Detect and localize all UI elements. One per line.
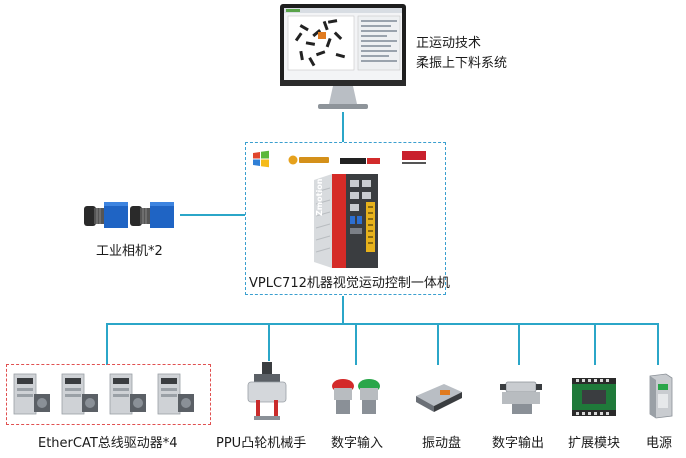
monitor-caption-line1: 正运动技术: [416, 36, 482, 51]
bus-drop-vibration-plate: [437, 323, 439, 365]
device-label-digital-input: 数字输入: [331, 436, 384, 451]
power-supply-icon: [646, 372, 676, 420]
controller-group-box: [245, 142, 446, 295]
gige-vision-logo-icon: [402, 150, 428, 166]
monitor-caption-line2: 柔振上下料系统: [416, 56, 508, 71]
bus-drop-digital-output: [518, 323, 520, 365]
drivers-group-box: [6, 364, 211, 425]
device-label-vibration-plate: 振动盘: [422, 436, 462, 451]
vibration-plate-icon: [414, 378, 464, 416]
expansion-module-icon: [570, 376, 618, 418]
solenoid-valve-icon: [498, 378, 546, 418]
ppu-cam-manipulator-icon: [244, 360, 290, 426]
monitor-to-controller-line: [342, 112, 344, 142]
bus-drop-ppu: [268, 323, 270, 361]
bus-drop-expansion: [594, 323, 596, 365]
device-label-drivers: EtherCAT总线驱动器*4: [38, 436, 178, 451]
device-label-ppu: PPU凸轮机械手: [216, 436, 307, 451]
device-label-digital-output: 数字输出: [492, 436, 545, 451]
controller-to-bus-line: [342, 296, 344, 324]
ethercat-servo-drivers-icon: [12, 368, 206, 420]
camera-to-controller-line: [180, 214, 245, 216]
bus-drop-digital-input: [355, 323, 357, 365]
monitor-icon: [278, 2, 408, 114]
device-label-expansion-module: 扩展模块: [568, 436, 621, 451]
device-label-power-supply: 电源: [646, 436, 673, 451]
controller-brand-text: Zmotion: [315, 178, 324, 216]
device-bus-line: [106, 323, 659, 325]
controller-label: VPLC712机器视觉运动控制一体机: [249, 276, 450, 291]
push-buttons-icon: [330, 376, 382, 418]
industrial-camera-icon: [82, 198, 182, 232]
bus-drop-drivers: [106, 323, 108, 365]
ethercat-logo-icon: [340, 152, 380, 164]
vplc712-controller-icon: [310, 172, 380, 270]
modbus-logo-icon: [288, 152, 330, 166]
bus-drop-power: [657, 323, 659, 365]
windows-logo-icon: [252, 150, 270, 168]
camera-label: 工业相机*2: [96, 244, 163, 259]
